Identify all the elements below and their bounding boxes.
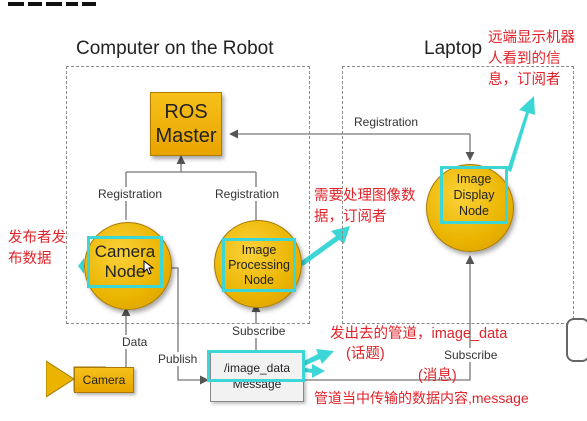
topic-line1: /image_data bbox=[223, 361, 291, 375]
robot-group-box bbox=[66, 66, 310, 324]
image-display-line2: Display bbox=[453, 188, 495, 202]
topic-highlight bbox=[207, 350, 305, 382]
callout-arrow-display bbox=[507, 96, 535, 172]
image-processing-node-highlight: Image Processing Node bbox=[222, 238, 296, 292]
camera-node-highlight: Camera Node bbox=[87, 236, 163, 288]
laptop-group-box bbox=[342, 66, 574, 324]
publisher-annotation: 发布者发布数据 bbox=[8, 230, 66, 267]
image-display-line1: Image bbox=[456, 172, 492, 186]
processing-subscriber-annotation: 需要处理图像数据，订阅者 bbox=[314, 188, 416, 225]
camera-node-line2: Node bbox=[104, 262, 146, 281]
message-annotation-line2: 管道当中传输的数据内容,message bbox=[314, 390, 529, 406]
publish-line bbox=[168, 267, 209, 385]
ros-master-line1: ROS bbox=[164, 101, 208, 123]
callout-arrow-topic bbox=[302, 349, 334, 366]
ros-master-line2: Master bbox=[155, 125, 217, 147]
camera-node-line1: Camera bbox=[94, 242, 156, 261]
registration-processing-label: Registration bbox=[215, 187, 280, 201]
camera-label: Camera bbox=[82, 373, 126, 387]
subscribe-display-line bbox=[302, 255, 475, 381]
image-processing-node-circle bbox=[214, 220, 302, 308]
topic-pipe-annotation-line2: (话题) bbox=[346, 346, 385, 362]
registration-camera-label: Registration bbox=[98, 187, 163, 201]
image-processing-line1: Image bbox=[241, 242, 277, 257]
mouse-cursor-icon bbox=[143, 259, 155, 280]
display-subscriber-annotation: 远端显示机器人看到的信息，订阅者 bbox=[488, 30, 575, 88]
registration-laptop-label: Registration bbox=[354, 115, 419, 129]
data-label: Data bbox=[122, 335, 148, 349]
image-display-node-highlight: Image Display Node bbox=[440, 166, 508, 224]
publish-label: Publish bbox=[158, 352, 198, 366]
image-processing-line3: Node bbox=[244, 272, 274, 287]
camera-label-box: Camera bbox=[74, 367, 134, 393]
robot-group-label: Computer on the Robot bbox=[76, 38, 274, 59]
message-annotation-line1: (消息) bbox=[418, 368, 457, 384]
callout-arrow-message bbox=[298, 364, 325, 378]
callout-arrow-processing bbox=[300, 226, 350, 266]
laptop-group-label: Laptop bbox=[424, 38, 483, 59]
topic-pipe-annotation-line1: 发出去的管道，image_data bbox=[330, 326, 508, 342]
subscribe-display-label: Subscribe bbox=[444, 348, 498, 362]
subscribe-processing-label: Subscribe bbox=[232, 324, 286, 338]
cropped-heading bbox=[0, 0, 200, 6]
scroll-indicator[interactable] bbox=[566, 318, 587, 362]
image-processing-line2: Processing bbox=[228, 257, 290, 272]
ros-master-node: ROS Master bbox=[150, 92, 222, 156]
callout-arrow-publisher bbox=[78, 258, 84, 274]
image-display-line3: Node bbox=[459, 204, 489, 218]
